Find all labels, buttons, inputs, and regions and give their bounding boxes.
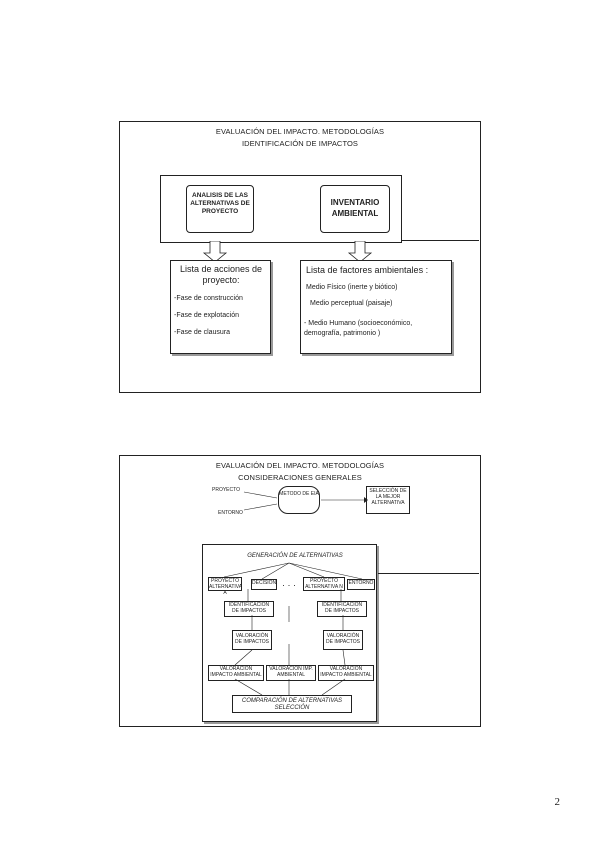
lista-acciones-item-2: -Fase de explotación <box>174 312 239 319</box>
lista-acciones-item-3: -Fase de clausura <box>174 329 231 336</box>
doc-lista-factores: Lista de factores ambientales : Medio Fí… <box>300 260 452 354</box>
label-generacion-alternativas: GENERACIÓN DE ALTERNATIVAS <box>247 553 343 559</box>
box-evaluacion-1: VALORACIÓN IMPACTO AMBIENTAL <box>208 665 264 681</box>
lista-acciones-item-1: -Fase de construcción <box>174 295 243 302</box>
page-number: 2 <box>554 796 561 808</box>
doc-lista-acciones: Lista de acciones de proyecto: -Fase de … <box>170 260 271 354</box>
slide1-subtitle: IDENTIFICACIÓN DE IMPACTOS <box>241 139 359 148</box>
box-evaluacion-3: VALORACIÓN IMPACTO AMBIENTAL <box>318 665 374 681</box>
slide-identificacion-impactos: EVALUACIÓN DEL IMPACTO. METODOLOGÍAS IDE… <box>119 121 481 393</box>
box-evaluacion-2: VALORACIÓN IMP. AMBIENTAL <box>266 665 316 681</box>
lista-factores-item-2: Medio perceptual (paisaje) <box>310 300 393 307</box>
label-entorno: ENTORNO <box>218 510 243 516</box>
box-comparacion: COMPARACIÓN DE ALTERNATIVAS SELECCIÓN <box>232 695 352 713</box>
slide2-title: EVALUACIÓN DEL IMPACTO. METODOLOGÍAS <box>215 461 385 470</box>
arrow-down-left <box>202 241 228 263</box>
box-entorno: ENTORNO <box>347 579 375 590</box>
slide2-subtitle: CONSIDERACIONES GENERALES <box>238 473 362 482</box>
label-proyecto: PROYECTO <box>212 487 240 493</box>
slide1-title: EVALUACIÓN DEL IMPACTO. METODOLOGÍAS <box>215 127 385 136</box>
box-decision: DECISIÓN <box>251 579 277 590</box>
lista-factores-item-3: - Medio Humano (socioeconómico, demograf… <box>304 320 413 337</box>
arrow-down-right <box>347 241 373 263</box>
box-valoracion-1: VALORACIÓN DE IMPACTOS <box>232 630 272 650</box>
slide-consideraciones-generales: EVALUACIÓN DEL IMPACTO. METODOLOGÍAS CON… <box>119 455 481 727</box>
lista-factores-title: Lista de factores ambientales : <box>306 265 429 275</box>
box-valoracion-2: VALORACIÓN DE IMPACTOS <box>323 630 363 650</box>
box-inventario-ambiental: INVENTARIO AMBIENTAL <box>320 185 390 233</box>
box-identificacion-2: IDENTIFICACIÓN DE IMPACTOS <box>317 601 367 617</box>
box-analisis-alternativas: ANALISIS DE LAS ALTERNATIVAS DE PROYECTO <box>186 185 254 233</box>
frame-extension-line <box>401 240 479 241</box>
frame-extension-line-2 <box>378 573 479 574</box>
box-metodo-eia: METODO DE EIA <box>278 486 320 514</box>
dots: · · · <box>282 580 296 590</box>
lista-acciones-title: Lista de acciones de proyecto: <box>179 264 263 285</box>
box-seleccion-mejor-alternativa: SELECCIÓN DE LA MEJOR ALTERNATIVA <box>366 486 410 514</box>
box-alternativa-n: PROYECTO ALTERNATIVA N <box>303 577 345 591</box>
box-alternativa-a: PROYECTO ALTERNATIVA A <box>208 577 243 596</box>
lista-factores-item-1: Medio Físico (inerte y biótico) <box>306 284 398 291</box>
box-identificacion-1: IDENTIFICACIÓN DE IMPACTOS <box>224 601 274 617</box>
top-flow-arrows <box>243 491 368 511</box>
diagram-connectors <box>223 562 363 696</box>
